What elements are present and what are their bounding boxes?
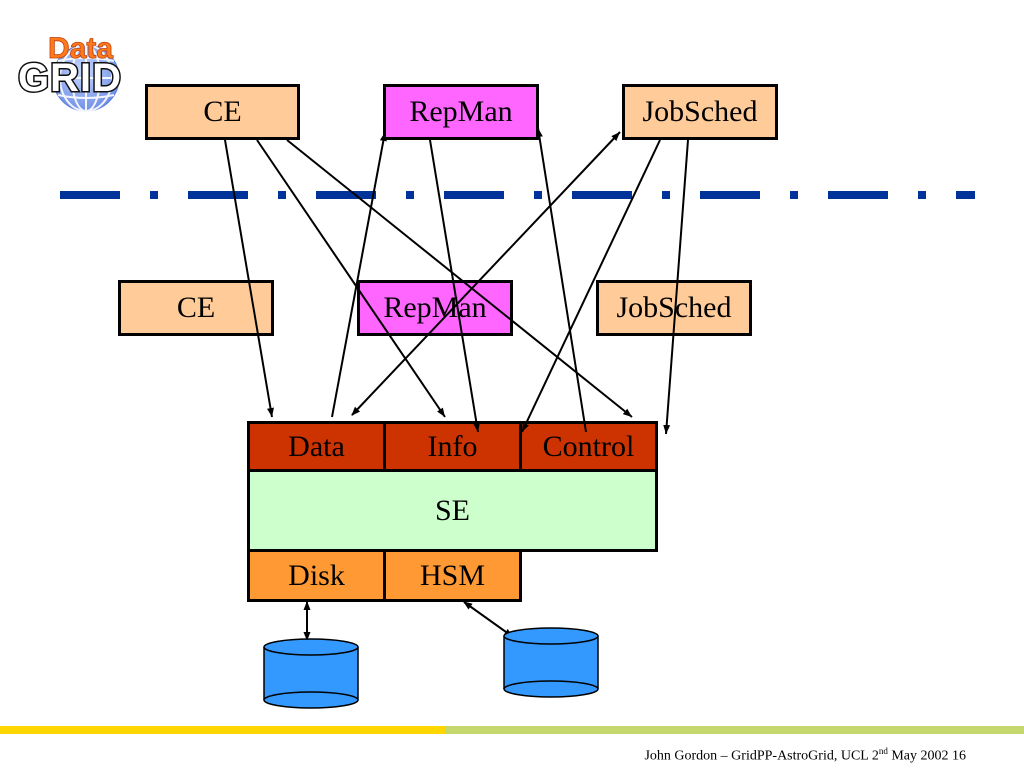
- top-repman-box: RepMan: [383, 84, 539, 140]
- top-ce-label: CE: [203, 95, 242, 128]
- footer-bar-yellow: [0, 726, 445, 734]
- hsm-label: HSM: [419, 558, 486, 592]
- top-jobsched-box: JobSched: [622, 84, 778, 140]
- footer-text-after: May 2002 16: [887, 748, 966, 764]
- footer-text: John Gordon – GridPP-AstroGrid, UCL 2nd …: [644, 746, 966, 765]
- se-data-interface: Data: [247, 421, 386, 472]
- disk-box: Disk: [247, 549, 386, 602]
- se-box: SE: [247, 469, 658, 552]
- disk-label: Disk: [288, 558, 345, 592]
- middle-jobsched-box: JobSched: [596, 280, 752, 336]
- se-data-label: Data: [288, 429, 345, 463]
- arrow-ce-to-control: [286, 139, 633, 418]
- footer-text-before: John Gordon – GridPP-AstroGrid, UCL 2: [644, 748, 879, 764]
- se-info-label: Info: [427, 429, 478, 463]
- top-jobsched-label: JobSched: [642, 95, 758, 128]
- footer-superscript: nd: [878, 746, 888, 756]
- middle-jobsched-label: JobSched: [616, 291, 732, 324]
- middle-ce-label: CE: [176, 291, 216, 324]
- disk-cylinder-icon: [263, 638, 359, 709]
- arrow-hsm-to-cylinder: [463, 601, 514, 638]
- se-control-interface: Control: [519, 421, 658, 472]
- arrow-ce-to-info: [256, 139, 446, 418]
- middle-repman-box: RepMan: [357, 280, 513, 336]
- arrow-ce-to-data: [224, 139, 274, 418]
- middle-ce-box: CE: [118, 280, 274, 336]
- middle-repman-label: RepMan: [383, 291, 487, 324]
- datagrid-logo: Data GRID: [17, 32, 123, 112]
- top-repman-label: RepMan: [409, 95, 513, 128]
- arrow-data-to-jobsched: [351, 131, 621, 416]
- logo-bottom-text: GRID: [18, 56, 122, 100]
- se-control-label: Control: [542, 429, 635, 463]
- arrow-data-to-repman: [331, 131, 387, 418]
- se-info-interface: Info: [383, 421, 522, 472]
- footer-bar-green: [445, 726, 1024, 734]
- hsm-cylinder-icon: [503, 627, 599, 698]
- logo-top-text: Data: [48, 32, 113, 65]
- hsm-box: HSM: [383, 549, 522, 602]
- top-ce-box: CE: [145, 84, 300, 140]
- arrow-control-to-repman: [535, 127, 587, 433]
- se-label: SE: [434, 493, 470, 527]
